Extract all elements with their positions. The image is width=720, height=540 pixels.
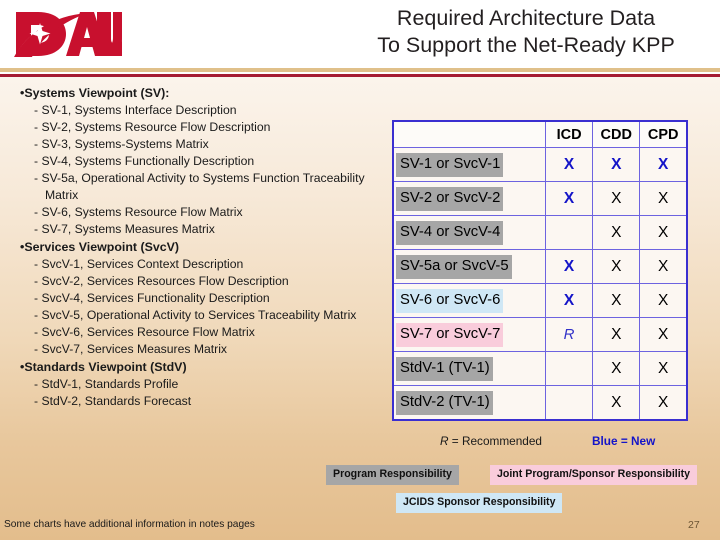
viewpoint-list-item: - StdV-1, Standards Profile	[34, 377, 179, 391]
matrix-row-label-highlight: SV-7 or SvcV-7	[396, 322, 504, 347]
matrix-cell: X	[639, 249, 688, 284]
viewpoint-list-item: - SvcV-5, Operational Activity to Servic…	[34, 308, 357, 322]
legend-new: Blue = New	[592, 434, 656, 448]
matrix-cell: X	[639, 283, 688, 318]
matrix-cell: X	[545, 181, 594, 216]
matrix-row-label-highlight: SV-4 or SvcV-4	[396, 220, 504, 245]
matrix-cell: X	[592, 181, 641, 216]
matrix-cell: X	[639, 215, 688, 250]
page-title: Required Architecture Data To Support th…	[340, 5, 712, 59]
matrix-cell: X	[639, 317, 688, 352]
viewpoint-list-item: - SV-5a, Operational Activity to Systems…	[34, 171, 365, 202]
viewpoint-list-item: - SV-6, Systems Resource Flow Matrix	[34, 205, 243, 219]
matrix-cell: R	[545, 317, 594, 352]
matrix-row-label-highlight: StdV-1 (TV-1)	[396, 356, 493, 381]
viewpoint-list-item: - SV-3, Systems-Systems Matrix	[34, 137, 209, 151]
matrix-col-header: CPD	[639, 120, 688, 148]
page-title-line2: To Support the Net-Ready KPP	[377, 33, 675, 57]
viewpoint-list-item: - SV-7, Systems Measures Matrix	[34, 222, 215, 236]
matrix-col-header: ICD	[545, 120, 594, 148]
viewpoint-list-item: - SvcV-4, Services Functionality Descrip…	[34, 291, 270, 305]
matrix-cell: X	[592, 317, 641, 352]
matrix-row-label: StdV-2 (TV-1)	[392, 385, 547, 421]
legend-recommended-key: R	[440, 434, 449, 448]
matrix-row-label: SV-4 or SvcV-4	[392, 215, 547, 250]
viewpoint-list-item: - SvcV-7, Services Measures Matrix	[34, 342, 228, 356]
matrix-cell: X	[639, 351, 688, 386]
matrix-cell: X	[545, 283, 594, 318]
matrix-row-label-highlight: SV-1 or SvcV-1	[396, 152, 504, 177]
viewpoint-group-heading: •Systems Viewpoint (SV):	[20, 86, 170, 100]
chip-joint-program-sponsor-responsibility: Joint Program/Sponsor Responsibility	[490, 465, 698, 485]
matrix-row-label-highlight: SV-6 or SvcV-6	[396, 288, 504, 313]
viewpoint-list: •Systems Viewpoint (SV): - SV-1, Systems …	[12, 84, 374, 410]
matrix-cell: X	[545, 249, 594, 284]
divider-white	[0, 72, 720, 74]
viewpoint-group-heading: •Standards Viewpoint (StdV)	[20, 360, 187, 374]
matrix-cell: X	[592, 147, 641, 182]
viewpoint-group-heading: •Services Viewpoint (SvcV)	[20, 240, 180, 254]
matrix-cell: X	[592, 351, 641, 386]
page-number: 27	[688, 519, 700, 531]
matrix-row-label: SV-6 or SvcV-6	[392, 283, 547, 318]
matrix-row-label: SV-1 or SvcV-1	[392, 147, 547, 182]
viewpoint-list-item: - SvcV-1, Services Context Description	[34, 257, 244, 271]
viewpoint-list-item: - SvcV-6, Services Resource Flow Matrix	[34, 325, 255, 339]
matrix-col-header: CDD	[592, 120, 641, 148]
viewpoint-list-item: - SV-1, Systems Interface Description	[34, 103, 237, 117]
divider-red	[0, 74, 720, 77]
matrix-row-label-highlight: SV-2 or SvcV-2	[396, 186, 504, 211]
chip-jcids-sponsor-responsibility: JCIDS Sponsor Responsibility	[396, 493, 563, 513]
matrix-row-label: SV-2 or SvcV-2	[392, 181, 547, 216]
matrix-cell: X	[592, 215, 641, 250]
matrix-cell	[545, 351, 594, 386]
matrix-cell: X	[592, 249, 641, 284]
matrix-cell: X	[639, 385, 688, 421]
matrix-cell	[545, 385, 594, 421]
footnote: Some charts have additional information …	[4, 519, 255, 530]
matrix-row-label: SV-5a or SvcV-5	[392, 249, 547, 284]
page-title-line1: Required Architecture Data	[396, 6, 656, 30]
dau-logo	[14, 8, 122, 60]
viewpoint-list-item: - SvcV-2, Services Resources Flow Descri…	[34, 274, 289, 288]
legend-recommended-text: = Recommended	[448, 434, 542, 448]
matrix-cell: X	[592, 283, 641, 318]
slide-header: Required Architecture Data To Support th…	[0, 0, 720, 70]
matrix-cell: X	[639, 181, 688, 216]
divider-gold	[0, 68, 720, 72]
matrix-corner-cell	[392, 120, 547, 148]
matrix-row-label-highlight: StdV-2 (TV-1)	[396, 390, 493, 415]
matrix-row-label: SV-7 or SvcV-7	[392, 317, 547, 352]
matrix-cell	[545, 215, 594, 250]
matrix-cell: X	[639, 147, 688, 182]
matrix-cell: X	[592, 385, 641, 421]
matrix-cell: X	[545, 147, 594, 182]
viewpoint-list-item: - SV-4, Systems Functionally Description	[34, 154, 255, 168]
matrix-row-label: StdV-1 (TV-1)	[392, 351, 547, 386]
matrix-row-label-highlight: SV-5a or SvcV-5	[396, 254, 512, 279]
legend-recommended: R = Recommended	[440, 434, 542, 448]
viewpoint-list-item: - SV-2, Systems Resource Flow Descriptio…	[34, 120, 271, 134]
chip-program-responsibility: Program Responsibility	[326, 465, 459, 485]
viewpoint-list-item: - StdV-2, Standards Forecast	[34, 394, 192, 408]
